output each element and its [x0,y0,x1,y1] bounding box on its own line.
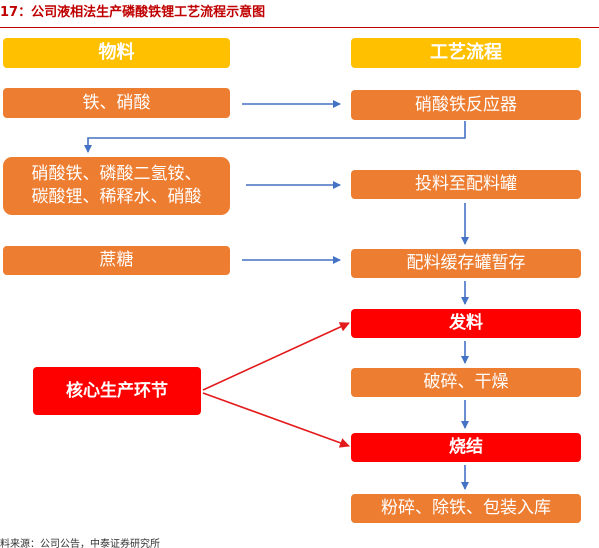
arrow-core-to-dispatch [202,322,350,391]
arrow-core-to-sinter [202,392,350,448]
step-final-packaging: 粉碎、除铁、包装入库 [351,494,581,523]
step-crush-dry: 破碎、干燥 [351,368,581,397]
material-iron-nitric: 铁、硝酸 [3,88,230,118]
step-feed-tank: 投料至配料罐 [351,170,581,199]
source-note: 料来源：公司公告，中泰证券研究所 [0,539,160,548]
core-production-node: 核心生产环节 [33,367,201,415]
figure-title: 17：公司液相法生产磷酸铁锂工艺流程示意图 [0,5,266,20]
step-sinter: 烧结 [351,433,581,462]
step-buffer-storage: 配料缓存罐暂存 [351,249,581,278]
process-header: 工艺流程 [351,38,581,68]
arrow-reactor-to-feed [84,121,466,153]
title-divider [0,27,599,28]
material-mixture: 硝酸铁、磷酸二氢铵、 碳酸锂、稀释水、硝酸 [3,157,230,215]
step-iron-nitrate-reactor: 硝酸铁反应器 [351,90,581,120]
step-dispatch: 发料 [351,309,581,338]
material-sucrose: 蔗糖 [3,246,230,275]
materials-header: 物料 [3,38,230,68]
